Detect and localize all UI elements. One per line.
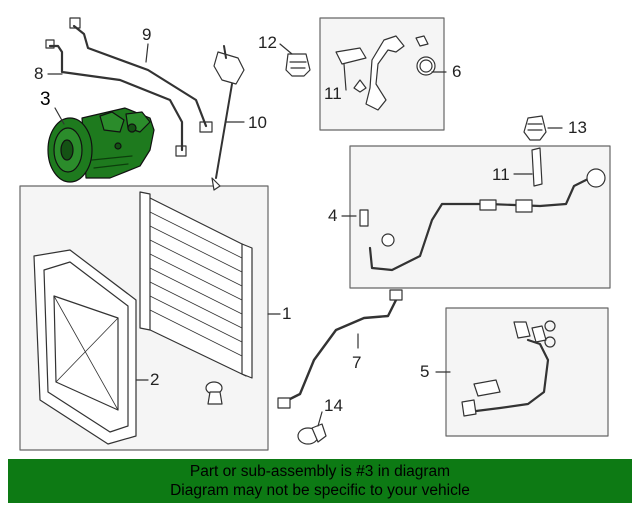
banner-line-1: Part or sub-assembly is #3 in diagram — [189, 463, 451, 480]
leader-12 — [279, 43, 293, 55]
callout-11-upper: 11 — [324, 84, 342, 103]
refrigerant-line-part-4[interactable] — [359, 147, 606, 272]
leader-14 — [317, 411, 323, 427]
callout-9: 9 — [142, 25, 152, 44]
part-info-banner: Part or sub-assembly is #3 in diagram Di… — [8, 459, 632, 503]
callout-10: 10 — [248, 113, 267, 132]
callout-5: 5 — [420, 362, 430, 381]
callout-14: 14 — [324, 396, 343, 415]
compressor-part-3[interactable] — [47, 107, 155, 183]
line-assembly-part-5[interactable] — [461, 320, 556, 417]
callout-6: 6 — [452, 62, 462, 81]
hose-part-7[interactable] — [277, 289, 403, 409]
callout-4: 4 — [328, 206, 338, 225]
cap-part-13[interactable] — [523, 115, 547, 141]
hose-part-9[interactable] — [69, 17, 213, 133]
sensor-line-part-10[interactable] — [211, 45, 245, 191]
fitting-part-14[interactable] — [297, 423, 327, 445]
sensor-assembly-part-6[interactable] — [335, 35, 436, 111]
hose-part-8[interactable] — [45, 39, 187, 157]
leader-3 — [54, 107, 65, 125]
banner-line-2: Diagram may not be specific to your vehi… — [170, 482, 470, 499]
condenser-part-1[interactable] — [139, 191, 253, 379]
callout-2: 2 — [150, 370, 160, 389]
callout-13: 13 — [568, 118, 587, 137]
group-box-line-4 — [349, 145, 611, 289]
bracket-part — [205, 381, 223, 405]
leader-11a — [343, 63, 347, 91]
callout-8: 8 — [34, 64, 44, 83]
shroud-part-2[interactable] — [33, 249, 137, 445]
callout-12: 12 — [258, 33, 277, 52]
leader-9 — [145, 43, 149, 63]
callout-1: 1 — [282, 304, 292, 323]
callout-3[interactable]: 3 — [40, 89, 51, 110]
cap-part-12[interactable] — [285, 53, 311, 77]
callout-7: 7 — [352, 353, 362, 372]
callout-11-lower: 11 — [492, 165, 510, 184]
